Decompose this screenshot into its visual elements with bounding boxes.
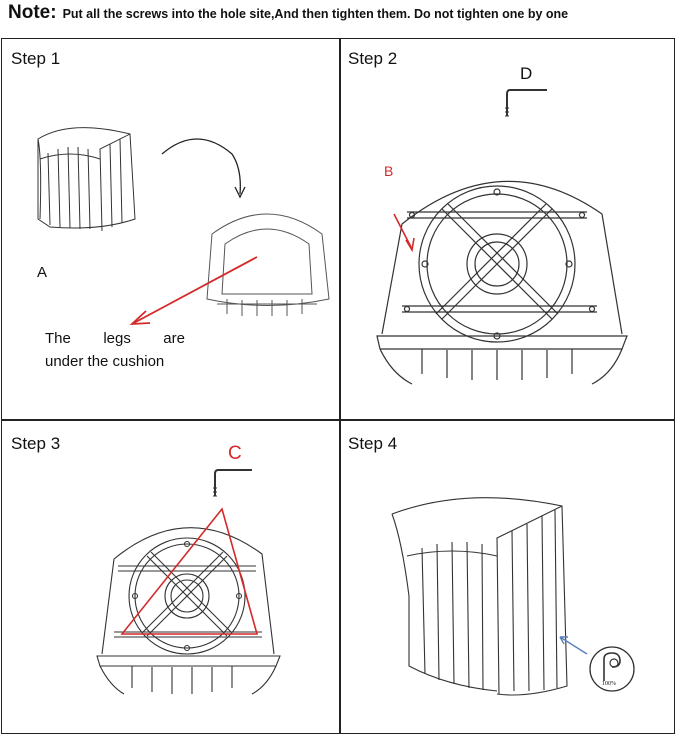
note-text: Put all the screws into the hole site,An… <box>62 7 569 21</box>
allen-key-icon <box>505 89 547 117</box>
chair-base-sketch <box>376 180 628 385</box>
grid-divider-vertical <box>339 39 341 733</box>
caption-line-2: under the cushion <box>45 353 165 370</box>
allen-key-icon-step-3 <box>213 469 252 497</box>
red-pointer-arrow <box>129 256 258 326</box>
swivel-badge-label: 100% <box>602 681 616 687</box>
step-4-title: Step 4 <box>348 434 398 453</box>
grid-divider-horizontal <box>2 419 674 421</box>
chair-underside-sketch <box>206 213 330 316</box>
step-1-title: Step 1 <box>11 49 61 68</box>
note-label: Note: <box>8 2 57 23</box>
caption-word-3: are <box>163 330 185 347</box>
caption-word-2: legs <box>103 330 131 347</box>
chair-base-sketch-step-3 <box>96 507 281 695</box>
armchair-sketch <box>37 127 136 232</box>
caption-word-1: The <box>45 330 71 347</box>
step-3-title: Step 3 <box>11 434 61 453</box>
swivel-badge-icon <box>559 636 635 692</box>
step-1-caption: The legs are under the cushion <box>45 327 185 373</box>
label-c: C <box>228 443 242 464</box>
label-d: D <box>520 64 533 83</box>
label-b: B <box>384 163 394 179</box>
step-2-title: Step 2 <box>348 49 398 68</box>
label-a: A <box>37 264 48 281</box>
note-header: Note: Put all the screws into the hole s… <box>8 2 568 28</box>
curved-arrow <box>161 138 246 199</box>
steps-grid: Step 1 A The legs are <box>1 38 675 734</box>
assembled-armchair-sketch <box>391 497 568 696</box>
